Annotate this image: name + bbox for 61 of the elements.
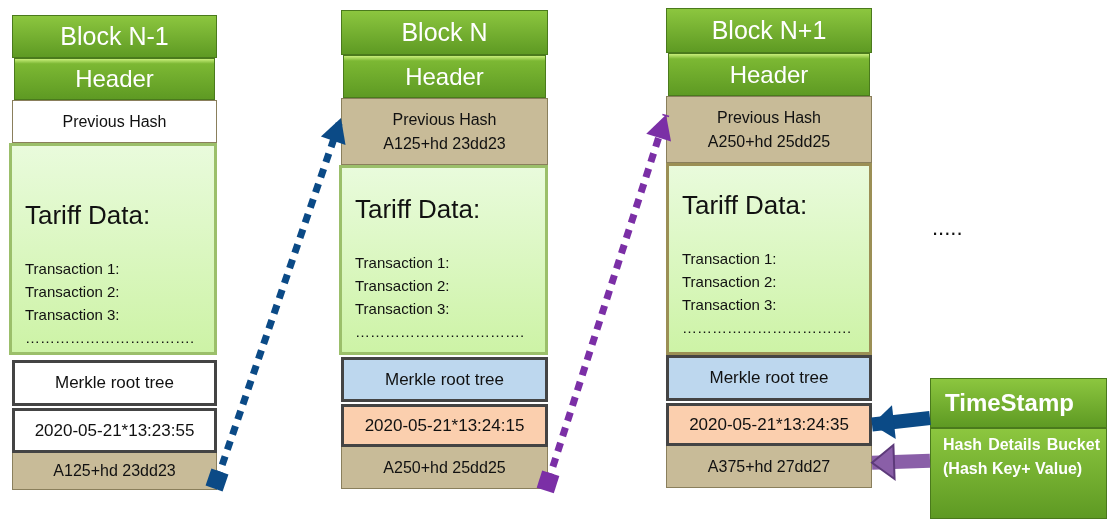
hash-value: A125+hd 23dd23 [383, 133, 506, 154]
transaction-label: Transaction 3: [682, 295, 777, 315]
merkle-root-label: Merkle root tree [384, 369, 504, 390]
hash-value: A250+hd 25dd25 [707, 131, 831, 152]
transaction-label: Transaction 2: [25, 282, 120, 302]
timestamp-value: 2020-05-21*13:24:35 [689, 414, 849, 435]
transaction-label: Transaction 3: [355, 299, 450, 319]
header-label: Header [75, 65, 154, 93]
timestamp-field [12, 408, 217, 453]
tariff-data-heading: Tariff Data: [682, 190, 808, 221]
block-hash-field [666, 446, 872, 488]
header-band [668, 53, 870, 96]
header-band [343, 55, 546, 98]
transaction-label: Transaction 1: [355, 253, 450, 273]
block-title: Block N+1 [711, 16, 827, 45]
hash-value: A125+hd 23dd23 [53, 461, 176, 482]
previous-hash-field [666, 96, 872, 163]
header-label: Header [729, 60, 809, 89]
previous-hash-field [341, 98, 548, 165]
continuation-dots: ..... [932, 215, 963, 241]
header-label: Header [405, 62, 484, 91]
transaction-label: Transaction 3: [25, 305, 120, 325]
merkle-root-label: Merkle root tree [709, 368, 829, 388]
transaction-label: Transaction 1: [682, 249, 777, 269]
tariff-data-panel [339, 165, 548, 355]
ellipsis-line: ……………………………. [25, 328, 195, 348]
block-title-band [666, 8, 872, 53]
merkle-root-field [341, 357, 548, 402]
previous-hash-field [12, 100, 217, 143]
tariff-data-panel [666, 163, 872, 355]
transaction-label: Transaction 2: [682, 272, 777, 292]
block-title: Block N [401, 18, 488, 47]
transaction-label: Transaction 2: [355, 276, 450, 296]
block-title-band [12, 15, 217, 58]
previous-hash-label: Previous Hash [62, 111, 167, 132]
previous-hash-label: Previous Hash [392, 110, 497, 131]
timestamp-field [666, 403, 872, 446]
header-band [14, 58, 215, 100]
hash-value: A375+hd 27dd27 [707, 456, 831, 477]
tariff-data-panel [9, 143, 217, 355]
merkle-root-field [666, 355, 872, 401]
hash-value: A250+hd 25dd25 [383, 457, 506, 478]
transaction-label: Transaction 1: [25, 259, 120, 279]
ellipsis-line: ……………………………. [355, 322, 525, 342]
block-title-band [341, 10, 548, 55]
hash-details-band [930, 428, 1107, 519]
merkle-root-field [12, 360, 217, 406]
merkle-root-label: Merkle root tree [54, 373, 174, 393]
block-hash-field [341, 447, 548, 489]
tariff-data-heading: Tariff Data: [355, 194, 481, 225]
timestamp-field [341, 404, 548, 447]
timestamp-band [930, 378, 1107, 428]
block-hash-field [12, 453, 217, 490]
timestamp-value: 2020-05-21*13:23:55 [34, 420, 195, 441]
timestamp-value: 2020-05-21*13:24:15 [364, 415, 525, 436]
timestamp-heading: TimeStamp [945, 389, 1074, 417]
tariff-data-heading: Tariff Data: [25, 200, 151, 231]
block-title: Block N-1 [60, 22, 169, 51]
previous-hash-label: Previous Hash [716, 108, 821, 129]
hash-details-text: Hash Details Bucket (Hash Key+ Value) [943, 435, 1100, 479]
ellipsis-line: ……………………………. [682, 318, 852, 338]
